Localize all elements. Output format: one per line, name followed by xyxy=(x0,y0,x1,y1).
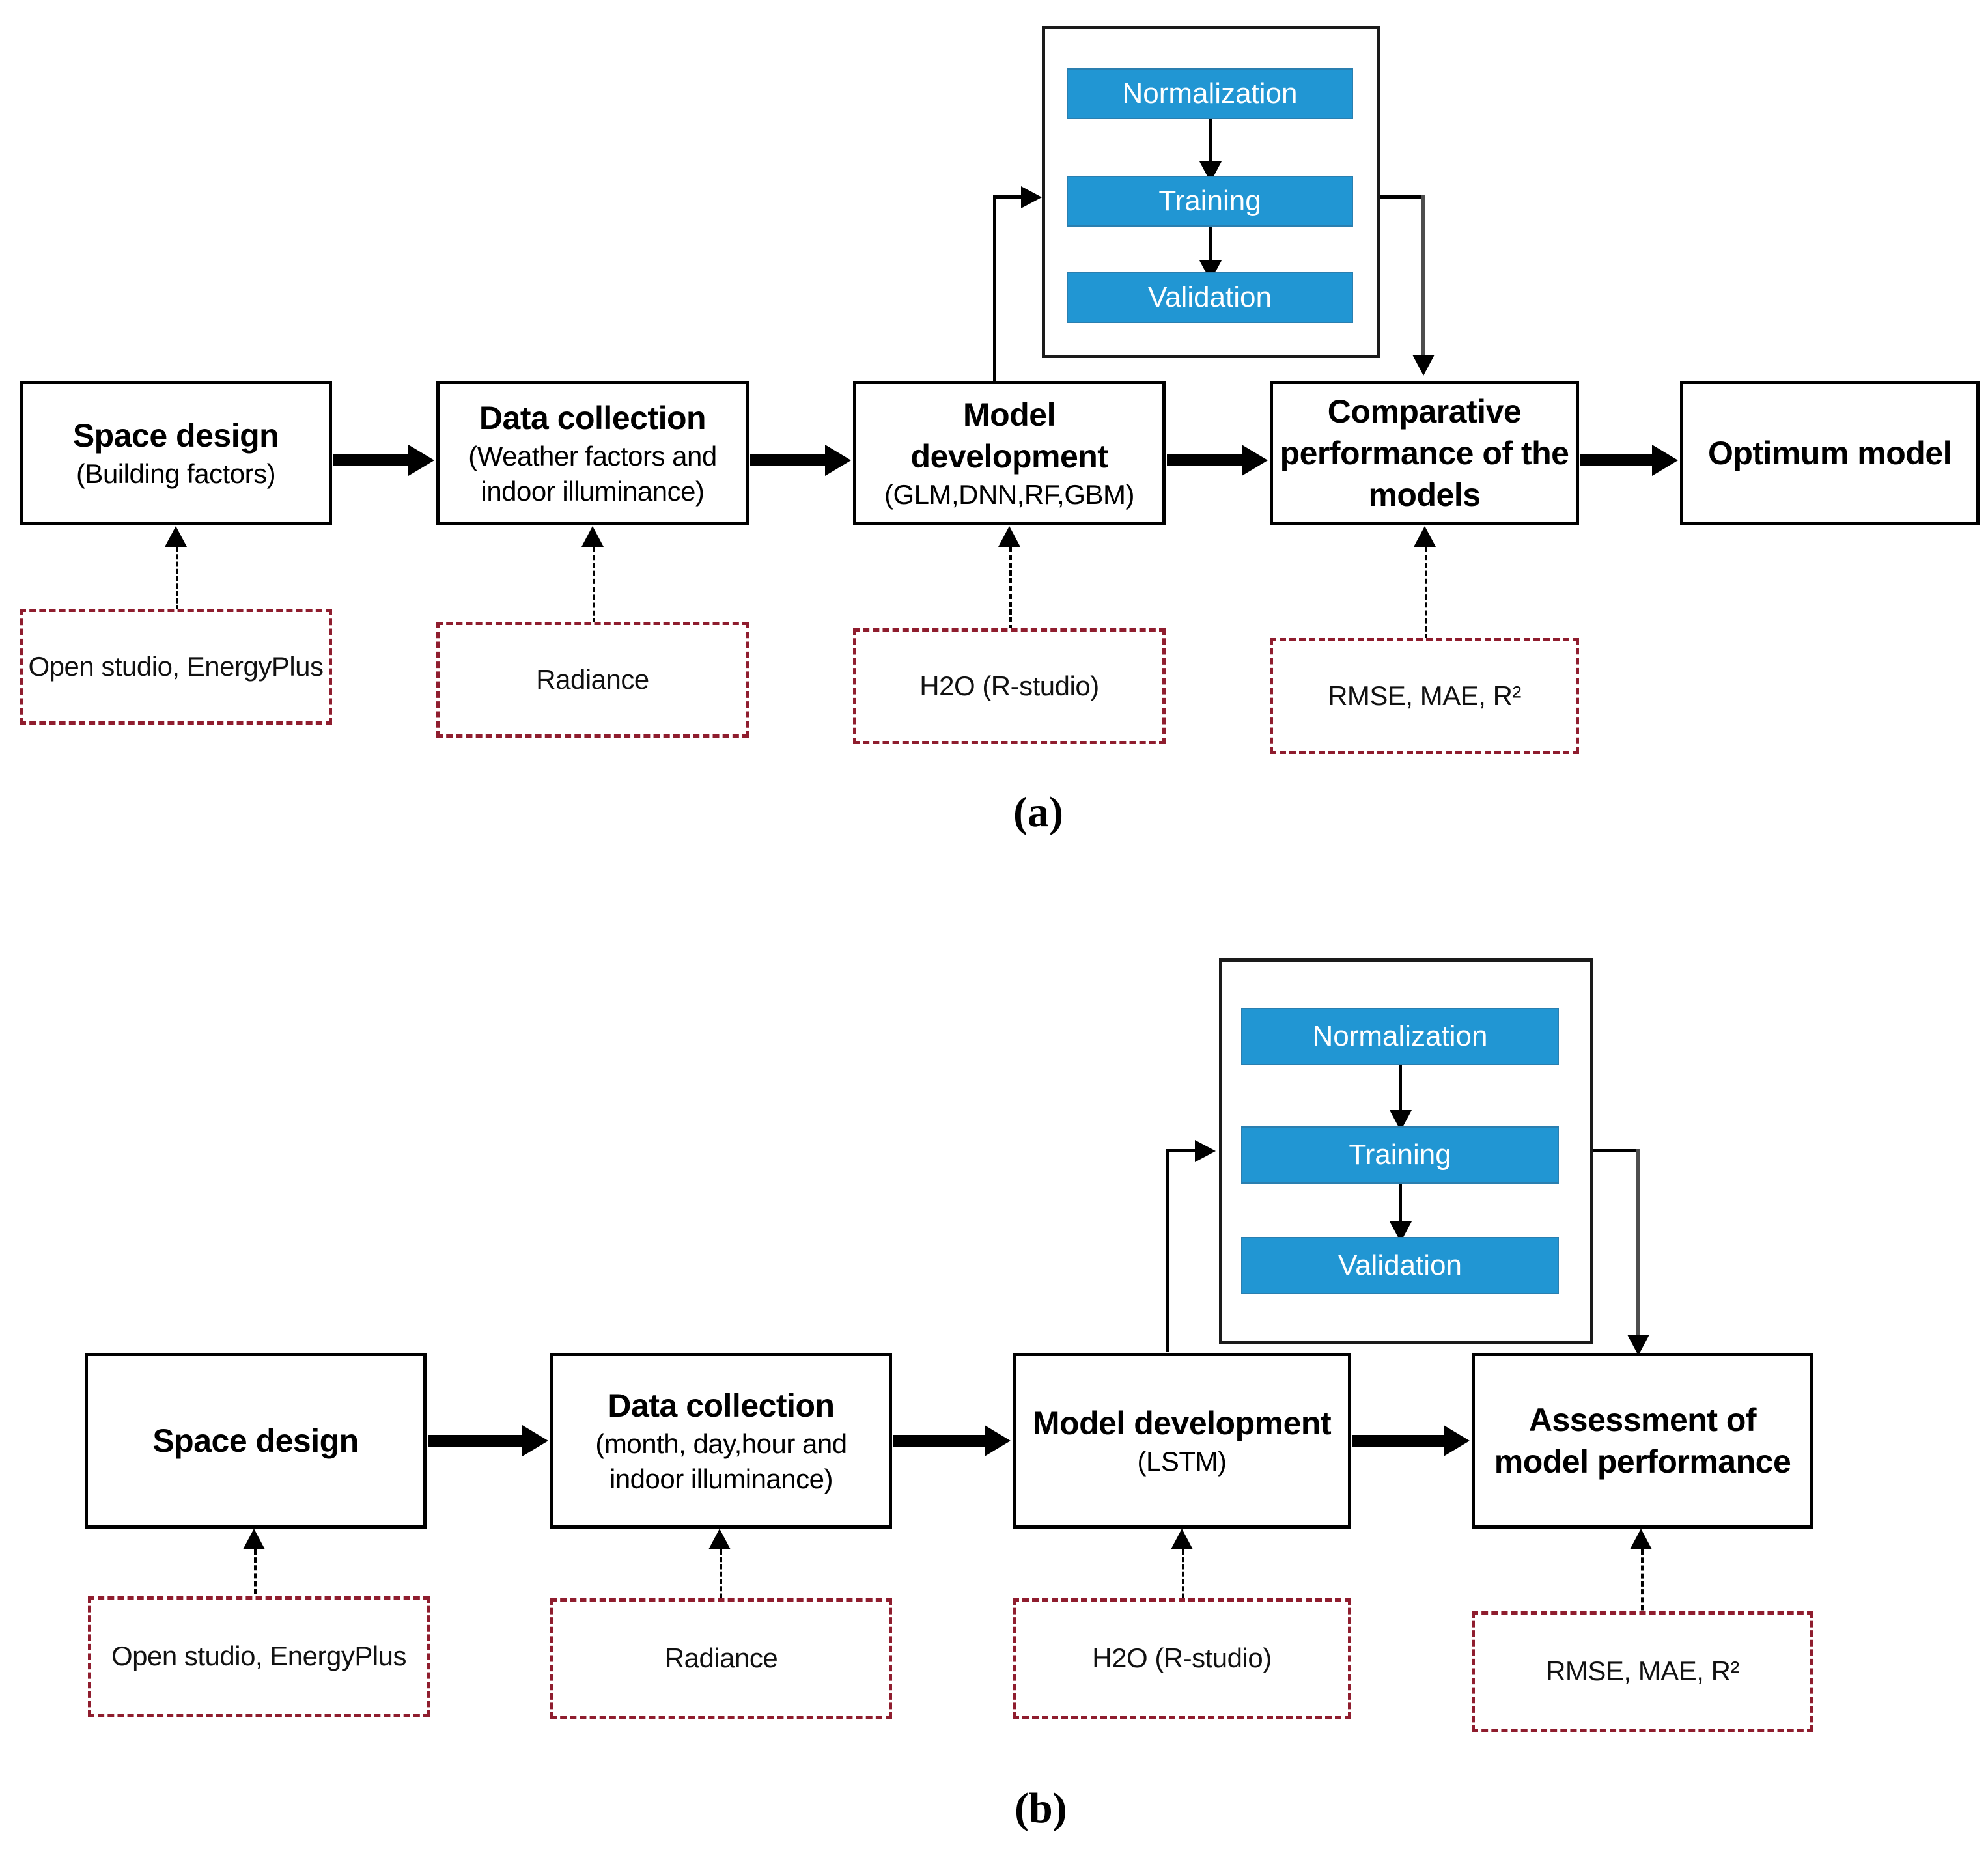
panel-b-subprocess-step-training[interactable]: Training xyxy=(1241,1126,1559,1184)
panel-a-process-box-data-collection[interactable]: Data collection (Weather factors and ind… xyxy=(436,381,749,525)
panel-a-tool-arrowhead-2 xyxy=(581,526,604,547)
panel-a-tool-arrowhead-3 xyxy=(998,526,1020,547)
panel-b-tool-box-h2o[interactable]: H2O (R-studio) xyxy=(1013,1598,1351,1719)
panel-a-tool-label-4: RMSE, MAE, R² xyxy=(1328,680,1521,711)
panel-b-tool-connector-1 xyxy=(254,1549,257,1618)
panel-a-subprocess-step-training[interactable]: Training xyxy=(1067,176,1353,227)
panel-a-caption: (a) xyxy=(1013,788,1063,836)
panel-a-training-label: Training xyxy=(1158,185,1261,217)
panel-b-process-box-assessment[interactable]: Assessment of model performance xyxy=(1472,1353,1813,1529)
panel-a-connector-subprocess-to-comparative-vertical xyxy=(1421,195,1425,357)
panel-a-tool-connector-2 xyxy=(593,547,595,624)
panel-b-tool-box-radiance[interactable]: Radiance xyxy=(550,1598,892,1719)
panel-a-subprocess-step-normalization[interactable]: Normalization xyxy=(1067,68,1353,119)
panel-a-connector-subprocess-to-comparative-horizontal xyxy=(1380,195,1425,199)
panel-a-arrow-norm-train-line xyxy=(1209,119,1212,163)
panel-a-space-design-title: Space design xyxy=(72,417,279,454)
panel-a-tool-label-3: H2O (R-studio) xyxy=(919,670,1099,701)
panel-a-arrow-train-val-line xyxy=(1209,227,1212,263)
panel-b-connector-model-to-subprocess-horizontal xyxy=(1166,1149,1197,1152)
panel-a-data-collection-title: Data collection xyxy=(479,400,707,437)
panel-a-tool-label-1: Open studio, EnergyPlus xyxy=(28,650,324,682)
panel-a-process-box-model-development[interactable]: Model development (GLM,DNN,RF,GBM) xyxy=(853,381,1166,525)
panel-b-connector-model-to-subprocess-vertical xyxy=(1166,1149,1169,1352)
panel-b-process-box-space-design[interactable]: Space design xyxy=(85,1353,427,1529)
panel-b-tool-box-openstudio[interactable]: Open studio, EnergyPlus xyxy=(88,1596,430,1717)
panel-b-data-collection-subtitle: (month, day,hour and indoor illuminance) xyxy=(595,1428,847,1494)
panel-a-process-box-optimum-model[interactable]: Optimum model xyxy=(1680,381,1980,525)
panel-a-model-development-subtitle: (GLM,DNN,RF,GBM) xyxy=(884,479,1135,510)
panel-a-connector-model-to-subprocess-horizontal xyxy=(993,195,1023,199)
panel-b-tool-connector-4 xyxy=(1641,1549,1644,1626)
panel-b-arrow-norm-train-line xyxy=(1399,1065,1402,1112)
panel-b-connector-subprocess-to-assessment-arrowhead xyxy=(1627,1335,1649,1355)
panel-b-model-development-subtitle: (LSTM) xyxy=(1137,1446,1227,1477)
panel-a-tool-box-radiance[interactable]: Radiance xyxy=(436,622,749,738)
panel-b-normalization-label: Normalization xyxy=(1312,1020,1488,1052)
panel-a-tool-arrowhead-4 xyxy=(1414,526,1436,547)
panel-a-data-collection-subtitle: (Weather factors and indoor illuminance) xyxy=(468,441,717,507)
panel-b-connector-subprocess-to-assessment-vertical xyxy=(1636,1149,1640,1337)
panel-a-connector-subprocess-to-comparative-arrowhead xyxy=(1412,355,1435,376)
panel-b-training-label: Training xyxy=(1349,1139,1451,1171)
panel-b-tool-connector-3 xyxy=(1182,1549,1184,1613)
panel-b-tool-arrowhead-3 xyxy=(1171,1529,1193,1549)
panel-a-optimum-model-title: Optimum model xyxy=(1707,435,1952,471)
panel-a-tool-connector-4 xyxy=(1425,547,1427,639)
panel-b-tool-label-2: Radiance xyxy=(664,1643,778,1674)
panel-a-model-development-title: Model development xyxy=(910,396,1108,475)
panel-b-validation-label: Validation xyxy=(1338,1249,1462,1281)
panel-a-normalization-label: Normalization xyxy=(1122,77,1298,109)
panel-b-caption: (b) xyxy=(1015,1785,1067,1832)
panel-b-model-development-title: Model development xyxy=(1032,1405,1332,1442)
panel-b-tool-box-metrics[interactable]: RMSE, MAE, R² xyxy=(1472,1611,1813,1732)
panel-a-tool-box-h2o[interactable]: H2O (R-studio) xyxy=(853,628,1166,744)
panel-b-arrow-train-val-line xyxy=(1399,1184,1402,1224)
panel-a-validation-label: Validation xyxy=(1148,281,1272,313)
panel-a-space-design-subtitle: (Building factors) xyxy=(76,458,276,490)
panel-b-connector-subprocess-to-assessment-horizontal xyxy=(1593,1149,1640,1152)
panel-a-subprocess-step-validation[interactable]: Validation xyxy=(1067,272,1353,323)
panel-a-tool-connector-3 xyxy=(1009,547,1012,630)
panel-b-assessment-title: Assessment of model performance xyxy=(1494,1402,1791,1480)
panel-b-tool-connector-2 xyxy=(720,1549,722,1613)
panel-a-tool-box-metrics[interactable]: RMSE, MAE, R² xyxy=(1270,638,1579,754)
panel-b-subprocess-step-normalization[interactable]: Normalization xyxy=(1241,1008,1559,1065)
panel-b-subprocess-step-validation[interactable]: Validation xyxy=(1241,1237,1559,1294)
panel-b-process-box-model-development[interactable]: Model development (LSTM) xyxy=(1013,1353,1351,1529)
panel-b-space-design-title: Space design xyxy=(152,1423,359,1459)
panel-a-process-box-comparative-performance[interactable]: Comparative performance of the models xyxy=(1270,381,1579,525)
panel-a-tool-connector-1 xyxy=(176,547,178,611)
panel-a-tool-arrowhead-1 xyxy=(165,526,187,547)
panel-a-tool-label-2: Radiance xyxy=(536,663,649,695)
panel-b-data-collection-title: Data collection xyxy=(608,1387,835,1424)
panel-a-connector-model-to-subprocess-vertical xyxy=(993,195,996,383)
panel-a-tool-box-openstudio[interactable]: Open studio, EnergyPlus xyxy=(20,609,332,725)
panel-b-tool-arrowhead-2 xyxy=(708,1529,731,1549)
panel-b-tool-label-1: Open studio, EnergyPlus xyxy=(111,1641,407,1672)
panel-a-comparative-performance-title: Comparative performance of the models xyxy=(1280,393,1569,513)
panel-a-connector-model-to-subprocess-arrowhead xyxy=(1021,186,1042,208)
panel-b-tool-arrowhead-4 xyxy=(1630,1529,1652,1549)
panel-b-tool-label-4: RMSE, MAE, R² xyxy=(1546,1656,1739,1687)
panel-b-process-box-data-collection[interactable]: Data collection (month, day,hour and ind… xyxy=(550,1353,892,1529)
panel-a-process-box-space-design[interactable]: Space design (Building factors) xyxy=(20,381,332,525)
panel-b-connector-model-to-subprocess-arrowhead xyxy=(1195,1140,1216,1162)
panel-b-tool-label-3: H2O (R-studio) xyxy=(1092,1643,1272,1674)
panel-b-tool-arrowhead-1 xyxy=(243,1529,265,1549)
